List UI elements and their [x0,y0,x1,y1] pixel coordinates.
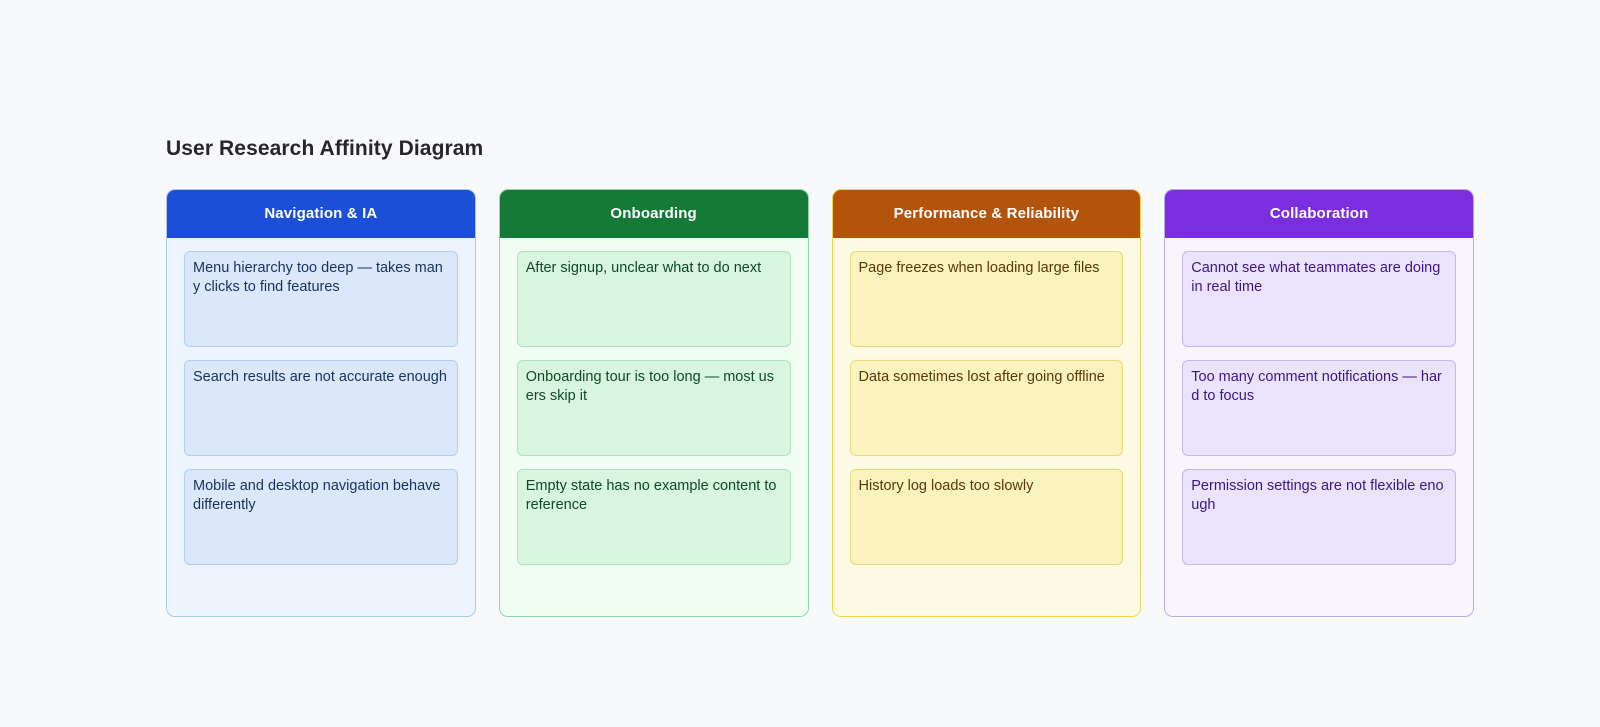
affinity-diagram-board: User Research Affinity Diagram Navigatio… [166,0,1474,617]
note-card[interactable]: After signup, unclear what to do next [516,251,791,347]
note-card[interactable]: Permission settings are not flexible eno… [1182,469,1456,565]
affinity-column-collaboration[interactable]: Collaboration Cannot see what teammates … [1164,189,1474,617]
note-card[interactable]: Too many comment notifications — hard to… [1182,360,1456,456]
note-card[interactable]: History log loads too slowly [849,469,1124,565]
note-card[interactable]: Onboarding tour is too long — most users… [516,360,791,456]
note-card[interactable]: Mobile and desktop navigation behave dif… [184,469,458,565]
column-body-navigation-ia: Menu hierarchy too deep — takes many cli… [167,238,475,616]
note-card[interactable]: Page freezes when loading large files [849,251,1124,347]
column-header-navigation-ia: Navigation & IA [167,190,475,238]
affinity-column-performance-reliability[interactable]: Performance & Reliability Page freezes w… [831,189,1142,617]
column-body-performance-reliability: Page freezes when loading large files Da… [832,238,1141,616]
page-title: User Research Affinity Diagram [166,137,484,160]
note-card[interactable]: Search results are not accurate enough [184,360,458,456]
affinity-column-navigation-ia[interactable]: Navigation & IA Menu hierarchy too deep … [166,189,476,617]
note-card[interactable]: Empty state has no example content to re… [516,469,791,565]
note-card[interactable]: Menu hierarchy too deep — takes many cli… [184,251,458,347]
column-body-onboarding: After signup, unclear what to do next On… [499,238,808,616]
note-card[interactable]: Cannot see what teammates are doing in r… [1182,251,1456,347]
column-body-collaboration: Cannot see what teammates are doing in r… [1165,238,1473,616]
note-card[interactable]: Data sometimes lost after going offline [849,360,1124,456]
column-header-collaboration: Collaboration [1165,190,1473,238]
column-header-performance-reliability: Performance & Reliability [832,190,1141,238]
affinity-columns: Navigation & IA Menu hierarchy too deep … [166,189,1474,617]
column-header-onboarding: Onboarding [499,190,808,238]
affinity-column-onboarding[interactable]: Onboarding After signup, unclear what to… [498,189,809,617]
